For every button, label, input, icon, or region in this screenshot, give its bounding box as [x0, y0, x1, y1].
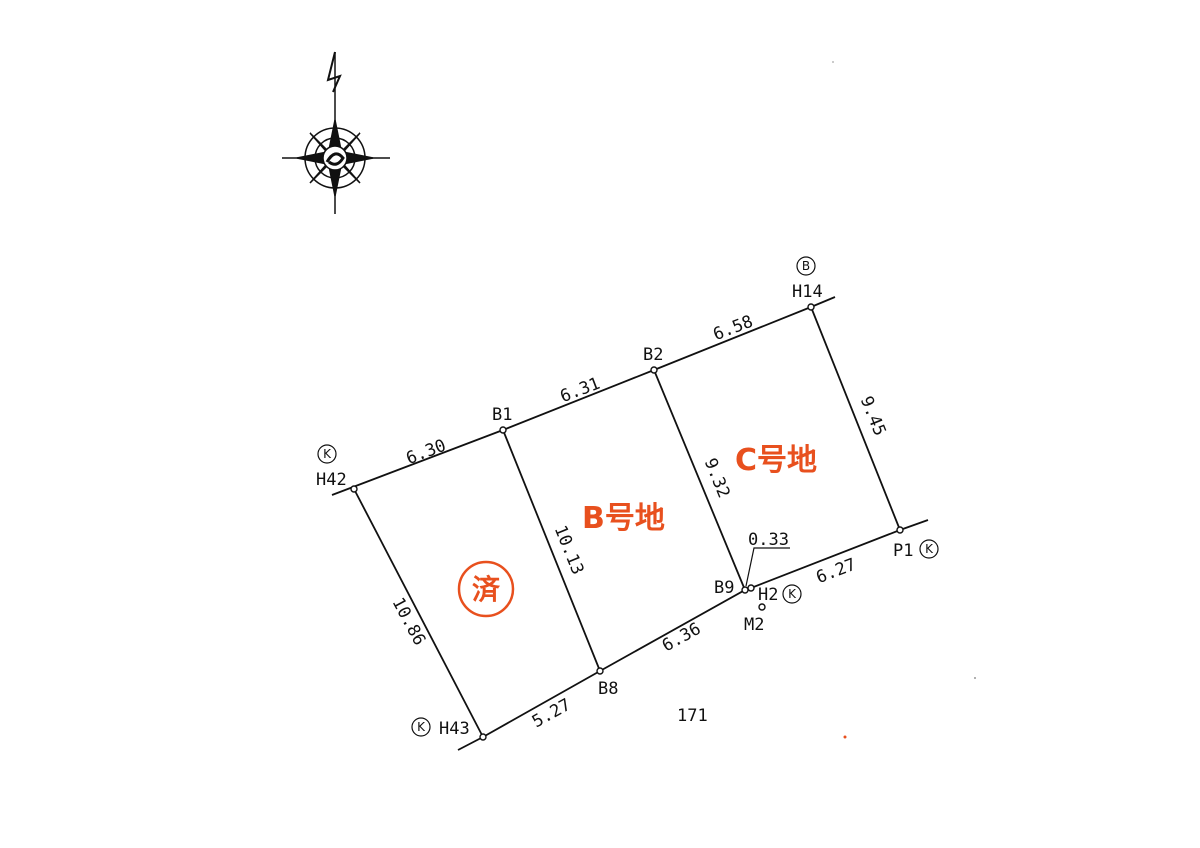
point-label-b8: B8	[598, 679, 618, 699]
point-label-h14: H14	[792, 282, 823, 302]
dimension-h43-b8: 5.27	[529, 695, 575, 732]
svg-text:K: K	[323, 447, 332, 461]
dimension-h42-b1: 6.30	[404, 436, 449, 469]
point-label-m2: M2	[744, 615, 764, 635]
compass-rose-icon	[282, 51, 390, 214]
marker-b-h14: B	[796, 256, 816, 276]
stray-dot	[843, 735, 847, 739]
dimension-offset: 0.33	[748, 530, 789, 550]
lot-label-c: C号地	[735, 443, 817, 478]
point-label-b1: B1	[492, 405, 512, 425]
dimension-b2-h14: 6.58	[711, 312, 756, 345]
marker-k-h42: K	[317, 444, 337, 464]
marker-k-h43: K	[411, 717, 431, 737]
point-label-h43: H43	[439, 719, 470, 739]
svg-text:K: K	[417, 720, 426, 734]
svg-text:K: K	[788, 587, 797, 601]
point-label-h42: H42	[316, 470, 347, 490]
boundary-points	[350, 303, 904, 741]
dimension-b1-b2: 6.31	[558, 374, 603, 407]
svg-text:K: K	[925, 542, 934, 556]
settled-stamp: 済	[457, 560, 515, 618]
lot-label-b: B号地	[582, 501, 665, 536]
parcel-number: 171	[677, 706, 708, 726]
point-label-h2: H2	[758, 585, 778, 605]
dimension-b9-p1: 6.27	[814, 555, 859, 588]
svg-text:済: 済	[472, 573, 501, 606]
point-label-b9: B9	[714, 578, 734, 598]
point-label-b2: B2	[643, 345, 663, 365]
point-label-p1: P1	[893, 541, 913, 561]
marker-k-h2: K	[782, 584, 802, 604]
stray-dot	[974, 677, 976, 679]
svg-text:B: B	[802, 259, 810, 273]
stray-dot	[832, 61, 834, 63]
marker-k-p1: K	[919, 539, 939, 559]
